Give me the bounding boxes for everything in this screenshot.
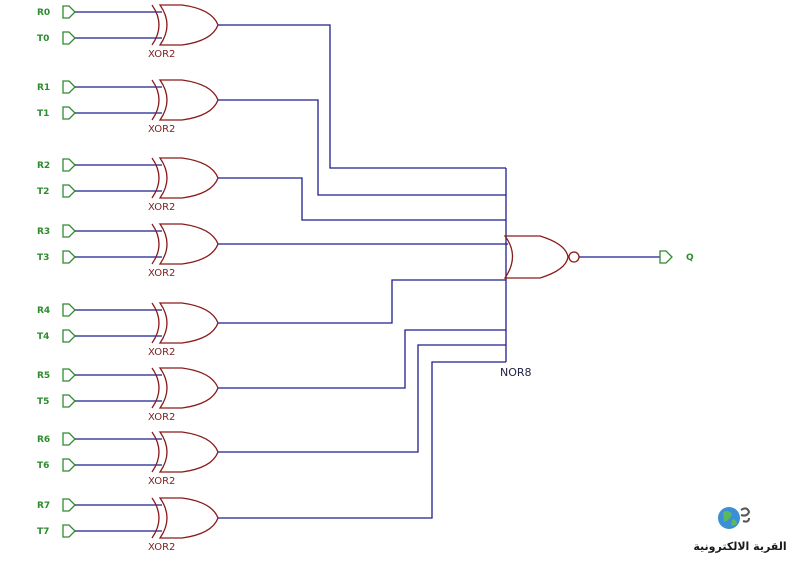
input-label-r7: R7	[37, 501, 50, 511]
input-pin-r6	[62, 432, 76, 446]
input-label-t4: T4	[37, 332, 49, 342]
input-label-t1: T1	[37, 109, 49, 119]
xor-gate-6	[158, 431, 219, 473]
output-pin-q	[659, 250, 673, 264]
input-pin-r0	[62, 5, 76, 19]
input-pin-t2	[62, 184, 76, 198]
xor-gate-4	[158, 302, 219, 344]
input-pin-r1	[62, 80, 76, 94]
input-label-r0: R0	[37, 8, 50, 18]
xor-gate-0	[158, 4, 219, 46]
input-label-t7: T7	[37, 527, 49, 537]
xor-output-wire-5	[218, 329, 506, 389]
xor-gate-7	[158, 497, 219, 539]
xor-output-wire-2	[218, 177, 506, 221]
input-pin-r3	[62, 224, 76, 238]
nor8-label: NOR8	[500, 366, 532, 379]
input-pin-t3	[62, 250, 76, 264]
input-label-r6: R6	[37, 435, 50, 445]
xor-output-wire-1	[218, 99, 506, 196]
xor-extra-arc-7	[151, 497, 160, 539]
xor-label-0: XOR2	[148, 49, 175, 60]
input-pin-r5	[62, 368, 76, 382]
input-pin-t0	[62, 31, 76, 45]
xor-gate-2	[158, 157, 219, 199]
input-pin-t5	[62, 394, 76, 408]
xor-output-wire-0	[218, 24, 506, 169]
input-label-r1: R1	[37, 83, 50, 93]
watermark-logo: القرية الالكترونية	[686, 500, 794, 560]
input-pin-r4	[62, 303, 76, 317]
xor-gate-1	[158, 79, 219, 121]
xor-extra-arc-0	[151, 4, 160, 46]
xor-extra-arc-5	[151, 367, 160, 409]
input-pin-t7	[62, 524, 76, 538]
input-label-t5: T5	[37, 397, 49, 407]
xor-extra-arc-1	[151, 79, 160, 121]
input-label-r2: R2	[37, 161, 50, 171]
input-label-t6: T6	[37, 461, 49, 471]
input-pin-t4	[62, 329, 76, 343]
input-pin-t6	[62, 458, 76, 472]
xor-label-4: XOR2	[148, 347, 175, 358]
xor-extra-arc-3	[151, 223, 160, 265]
xor-extra-arc-6	[151, 431, 160, 473]
xor-label-1: XOR2	[148, 124, 175, 135]
xor-label-3: XOR2	[148, 268, 175, 279]
watermark-text: القرية الالكترونية	[693, 540, 787, 553]
input-label-r5: R5	[37, 371, 50, 381]
xor-label-2: XOR2	[148, 202, 175, 213]
input-pin-r2	[62, 158, 76, 172]
xor-output-wire-4	[218, 279, 506, 324]
input-label-t2: T2	[37, 187, 49, 197]
xor-gate-5	[158, 367, 219, 409]
xor-label-6: XOR2	[148, 476, 175, 487]
input-label-t3: T3	[37, 253, 49, 263]
xor-label-7: XOR2	[148, 542, 175, 553]
xor-label-5: XOR2	[148, 412, 175, 423]
input-label-r3: R3	[37, 227, 50, 237]
output-label: Q	[686, 253, 694, 263]
input-pin-r7	[62, 498, 76, 512]
xor-output-wire-6	[218, 344, 506, 453]
xor-extra-arc-2	[151, 157, 160, 199]
xor-gate-3	[158, 223, 219, 265]
input-label-t0: T0	[37, 34, 49, 44]
xor-output-wire-7	[218, 361, 506, 519]
nor8-gate: Q NOR8	[500, 235, 694, 379]
input-label-r4: R4	[37, 306, 50, 316]
input-pin-t1	[62, 106, 76, 120]
xor-extra-arc-4	[151, 302, 160, 344]
